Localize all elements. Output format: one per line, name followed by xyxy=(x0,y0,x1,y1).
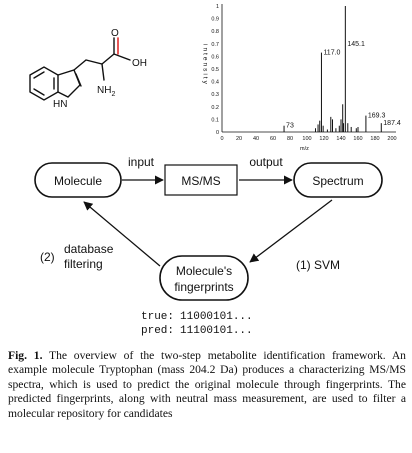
spectrum-y-tick: 0.8 xyxy=(211,29,219,35)
spectrum-x-tick: 100 xyxy=(302,136,311,142)
spectrum-x-tick: 40 xyxy=(253,136,259,142)
spectrum-x-tick: 180 xyxy=(370,136,379,142)
true-fingerprint: true:11000101... xyxy=(141,311,253,323)
molecule-node xyxy=(34,162,122,198)
figure-number: 1. xyxy=(33,349,43,362)
nh2-label: NH2 xyxy=(97,85,115,98)
spectrum-x-ticks: 0 20 40 60 80 100 120 140 160 180 200 xyxy=(220,136,396,142)
output-label: output xyxy=(249,155,283,169)
spectrum-y-tick: 0.2 xyxy=(211,105,219,111)
spectrum-y-tick: 0.4 xyxy=(211,80,219,86)
spectrum-y-tick: 0.7 xyxy=(211,42,219,48)
spectrum-peak-label: 169.3 xyxy=(368,113,386,120)
spectrum-y-tick: 0 xyxy=(216,130,219,136)
msms-node-label: MS/MS xyxy=(181,174,220,188)
spectrum-y-tick: 0.9 xyxy=(211,17,219,23)
spectrum-x-tick: 60 xyxy=(270,136,276,142)
spectrum-y-tick: 0.3 xyxy=(211,92,219,98)
oh-label: OH xyxy=(132,58,147,69)
spectrum-peak-label: 117.0 xyxy=(323,50,340,57)
spectrum-y-label: intensity xyxy=(202,44,209,86)
fingerprints-node-label-1: Molecule's xyxy=(176,264,232,278)
spectrum-x-label: m/z xyxy=(300,146,309,152)
input-label: input xyxy=(128,155,155,169)
spectrum-x-tick: 0 xyxy=(220,136,223,142)
spectrum-x-tick: 80 xyxy=(287,136,293,142)
msms-node xyxy=(164,164,238,196)
tryptophan-structure xyxy=(29,37,131,101)
spectrum-y-tick: 0.6 xyxy=(211,54,219,60)
spectrum-y-tick: 0.5 xyxy=(211,67,219,73)
spectrum-x-tick: 20 xyxy=(236,136,242,142)
spectrum-peak-label: 187.4 xyxy=(383,120,401,127)
spectrum-node-label: Spectrum xyxy=(312,174,363,188)
database-label: database xyxy=(64,242,114,256)
nh-label: HN xyxy=(53,99,67,110)
spectrum-peak-label: 73 xyxy=(286,123,294,130)
database-step-number: (2) xyxy=(40,250,55,264)
spectrum-peak-label: 145.1 xyxy=(347,41,365,48)
svm-arrow xyxy=(249,199,333,263)
figure-label: Fig. xyxy=(8,349,27,362)
svm-label: (1) SVM xyxy=(296,258,340,272)
flow-diagram: Molecule MS/MS Spectrum Molecule's finge… xyxy=(34,155,383,337)
spectrum-x-tick: 200 xyxy=(387,136,396,142)
database-filtering-arrow xyxy=(83,201,161,267)
filtering-label: filtering xyxy=(64,257,103,271)
spectrum-x-tick: 120 xyxy=(319,136,328,142)
spectrum-node xyxy=(293,162,383,198)
molecule-node-label: Molecule xyxy=(54,174,102,188)
fingerprints-node-label-2: fingerprints xyxy=(174,280,233,294)
pred-fingerprint: pred:11100101... xyxy=(141,325,253,337)
spectrum-y-ticks: 0 0.1 0.2 0.3 0.4 0.5 0.6 0.7 0.8 0.9 1 xyxy=(211,4,219,136)
spectrum-x-tick: 140 xyxy=(336,136,345,142)
o-label: O xyxy=(111,28,119,39)
caption-text: The overview of the two-step metabolite … xyxy=(8,349,406,420)
spectrum-y-tick: 0.1 xyxy=(211,117,219,123)
fingerprints-node xyxy=(159,255,249,301)
figure-caption: Fig. 1. The overview of the two-step met… xyxy=(8,349,406,421)
spectrum-y-tick: 1 xyxy=(216,4,219,10)
spectrum-x-tick: 160 xyxy=(353,136,362,142)
